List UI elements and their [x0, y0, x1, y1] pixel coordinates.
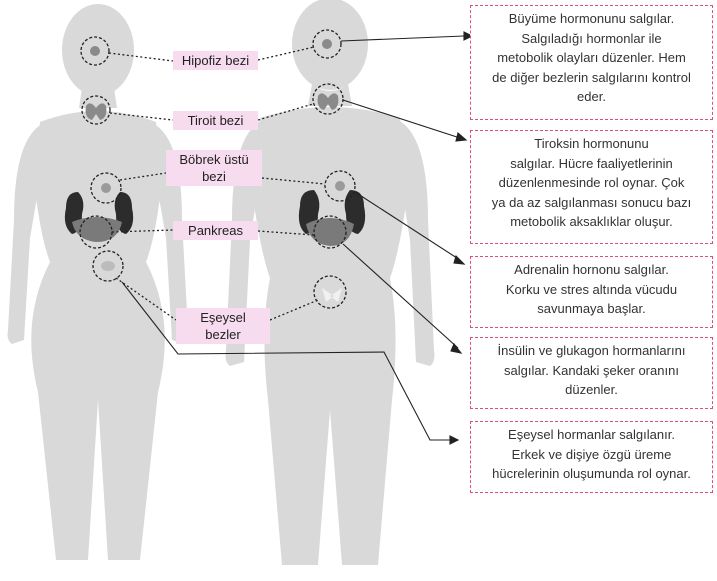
label-bobrek-line1: Böbrek üstü	[179, 152, 249, 167]
desc-line: Erkek ve dişiye özgü üreme	[511, 446, 672, 462]
desc-line: Büyüme hormonunu salgılar.	[508, 11, 675, 26]
female-organs	[64, 46, 134, 271]
desc-line: metobolik olayları düzenler. Hem	[497, 50, 686, 65]
label-leaders	[108, 46, 326, 321]
desc-bobrek-ustu: Adrenalin hornonu salgılar. Korku ve str…	[470, 256, 713, 328]
desc-line: ya da az salgılanması sonucu bazı	[491, 194, 692, 210]
desc-line: eder.	[577, 89, 606, 104]
label-eseysel-line1: Eşeysel	[200, 310, 246, 325]
desc-line: düzenler.	[565, 382, 618, 397]
desc-line: hücrelerinin oluşumunda rol oynar.	[492, 466, 691, 481]
desc-line: Adrenalin hornonu salgılar.	[514, 262, 669, 277]
desc-line: salgılar. Hücre faaliyetlerinin	[510, 155, 673, 171]
label-eseysel-line2: bezler	[205, 327, 241, 342]
label-bobrek-line2: bezi	[202, 169, 226, 184]
desc-line: Eşeysel hormanlar salgılanır.	[508, 427, 675, 442]
desc-line: Salgıladığı hormonlar ile	[521, 30, 662, 46]
label-bobrek-ustu: Böbrek üstü bezi	[166, 150, 262, 186]
desc-line: İnsülin ve glukagon hormanlarını	[497, 343, 686, 358]
desc-hipofiz: Büyüme hormonunu salgılar. Salgıladığı h…	[470, 5, 713, 120]
label-eseysel: Eşeysel bezler	[176, 308, 270, 344]
male-organs	[298, 39, 366, 302]
label-pankreas: Pankreas	[173, 221, 258, 240]
desc-line: Tiroksin hormonunu	[534, 136, 649, 151]
desc-line: salgılar. Kandaki şeker oranını	[504, 362, 679, 378]
desc-eseysel: Eşeysel hormanlar salgılanır. Erkek ve d…	[470, 421, 713, 493]
desc-line: Korku ve stres altında vücudu	[505, 281, 678, 297]
label-tiroit: Tiroit bezi	[173, 111, 258, 130]
female-silhouette	[7, 4, 189, 560]
description-arrows	[121, 31, 474, 445]
desc-pankreas: İnsülin ve glukagon hormanlarını salgıla…	[470, 337, 713, 409]
label-hipofiz: Hipofiz bezi	[173, 51, 258, 70]
desc-tiroit: Tiroksin hormonunu salgılar. Hücre faali…	[470, 130, 713, 244]
desc-line: metobolik aksaklıklar oluşur.	[510, 214, 673, 229]
desc-line: savunmaya başlar.	[537, 301, 646, 316]
desc-line: düzenlenmesinde rol oynar. Çok	[498, 175, 685, 190]
desc-line: de diğer bezlerin salgılarını kontrol	[492, 69, 691, 85]
